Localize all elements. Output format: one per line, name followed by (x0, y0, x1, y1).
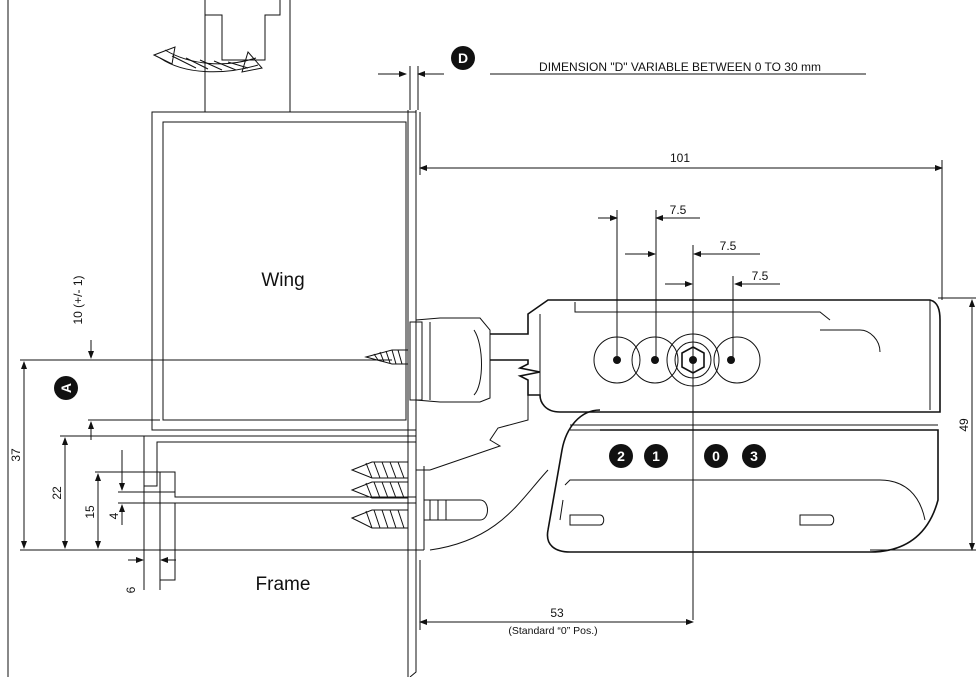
wing-label: Wing (261, 270, 304, 291)
position-badge-3: 3 (742, 444, 766, 468)
offset-value-2: 7.5 (720, 239, 737, 253)
badge-d: D (451, 46, 475, 70)
dimension-22-value: 22 (50, 486, 64, 500)
frame-profile (20, 110, 424, 677)
offset-dimensions (598, 210, 780, 620)
offset-value-3: 7.5 (752, 269, 769, 283)
position-badge-0: 0 (704, 444, 728, 468)
dimension-53-value: 53 (550, 606, 564, 620)
screw-icon (350, 481, 409, 499)
svg-text:2: 2 (617, 448, 625, 464)
dimension-6 (128, 440, 176, 590)
dimension-d (378, 66, 866, 110)
wing-profile (151, 111, 417, 431)
badge-a: A (54, 376, 78, 400)
dimension-37-value: 37 (9, 448, 23, 462)
hinge-body (409, 299, 941, 553)
svg-text:A: A (58, 383, 74, 393)
screw-icon (350, 461, 409, 479)
dimension-101 (419, 112, 943, 300)
dimension-d-note: DIMENSION "D" VARIABLE BETWEEN 0 TO 30 m… (539, 60, 821, 74)
dimension-4 (118, 450, 175, 525)
wrench-icon (204, 0, 291, 112)
dimension-53 (419, 560, 694, 630)
svg-text:0: 0 (712, 448, 720, 464)
dimension-6-value: 6 (124, 586, 138, 593)
dimension-49-value: 49 (957, 418, 971, 432)
svg-text:1: 1 (652, 448, 660, 464)
position-badge-1: 1 (644, 444, 668, 468)
dimension-101-value: 101 (670, 151, 690, 165)
rotation-arrow-icon (152, 46, 263, 73)
screw-icon (350, 509, 409, 529)
dimension-22 (60, 435, 144, 549)
dimension-4-value: 4 (107, 512, 121, 519)
tolerance-10-label: 10 (+/- 1) (71, 275, 85, 324)
dimension-49 (870, 297, 976, 551)
screw-icon (364, 349, 409, 365)
svg-text:D: D (458, 50, 468, 66)
standard-position-note: (Standard “0” Pos.) (508, 625, 597, 637)
position-badge-2: 2 (609, 444, 633, 468)
offset-value-1: 7.5 (670, 203, 687, 217)
frame-label: Frame (256, 574, 311, 595)
dimension-15 (95, 471, 160, 549)
dimension-a (20, 340, 392, 440)
dimension-15-value: 15 (83, 505, 97, 519)
svg-text:3: 3 (750, 448, 758, 464)
adjustment-positions (593, 333, 761, 387)
